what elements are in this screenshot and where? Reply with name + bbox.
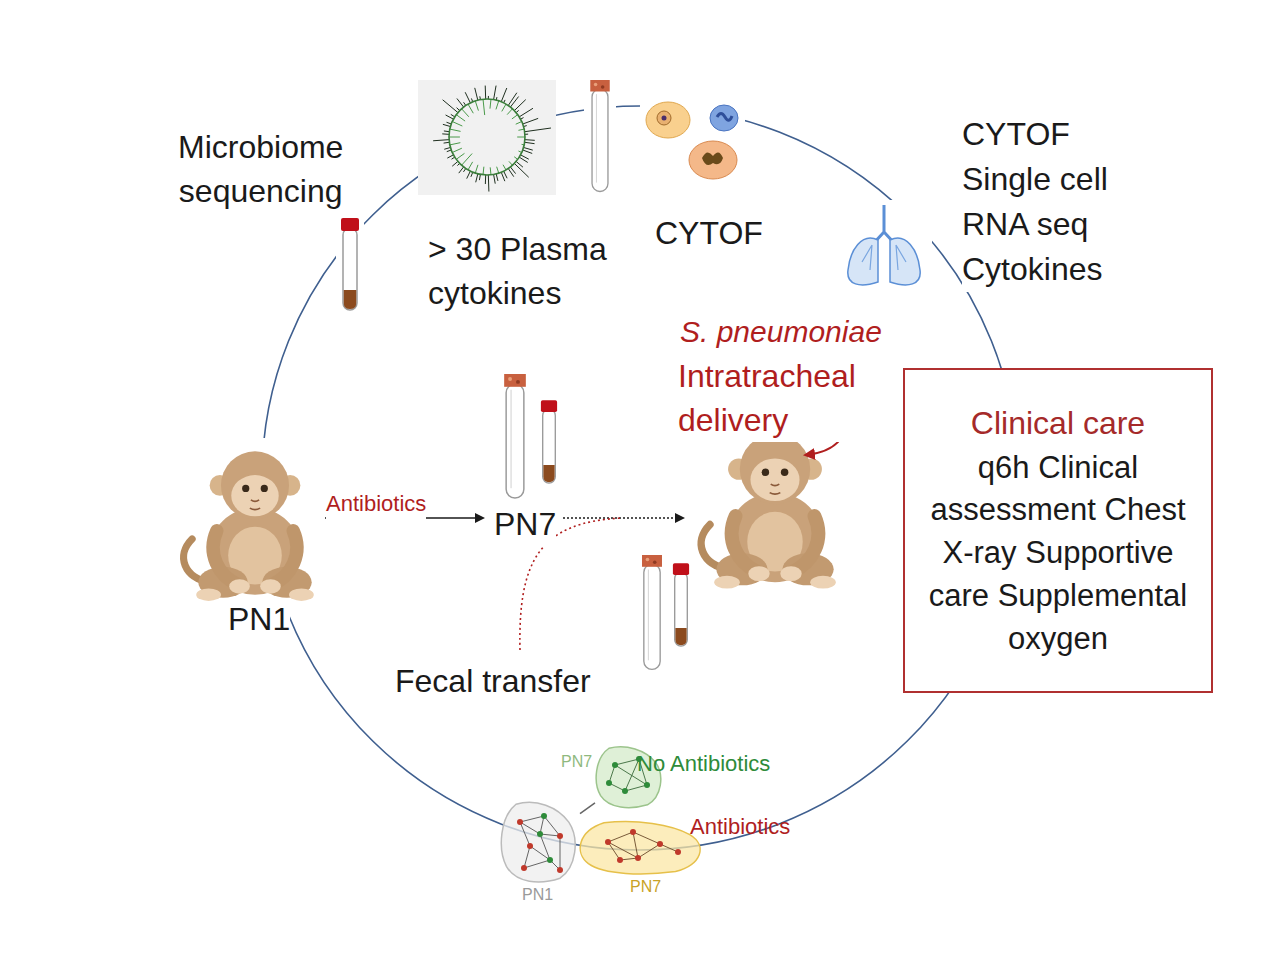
cluster-label: No Antibiotics: [637, 751, 770, 776]
label: Single cell: [962, 158, 1108, 202]
network-cluster: AntibioticsPN7: [578, 820, 708, 876]
immune-cells: [640, 92, 745, 184]
cluster-label: Antibiotics: [690, 814, 790, 839]
label: Cytokines: [962, 248, 1103, 292]
microbiome-plot: [418, 80, 556, 195]
network-cluster: PN1: [500, 800, 580, 885]
monkey-infected: [701, 434, 836, 589]
label: > 30 Plasma cytokines: [428, 228, 643, 315]
label: Microbiome sequencing: [178, 126, 343, 213]
cluster-label: PN7: [561, 753, 592, 771]
tubes-infection: [642, 555, 689, 669]
box-body: q6h Clinical assessment Chest X-ray Supp…: [917, 447, 1199, 661]
lungs: [842, 200, 932, 292]
cluster-blob: [500, 800, 580, 885]
plasma-tube: [584, 78, 616, 198]
cluster-blob: [578, 820, 708, 876]
monkey-pn1: [176, 438, 334, 606]
label: Intratracheal delivery: [678, 355, 856, 442]
label: S. pneumoniae: [680, 312, 882, 353]
label: PN1: [228, 598, 290, 642]
label: CYTOF: [655, 212, 763, 256]
label: CYTOF: [962, 113, 1070, 157]
clinical-care-box: Clinical careq6h Clinical assessment Che…: [903, 368, 1213, 693]
cluster-label: PN1: [522, 886, 553, 904]
label: Antibiotics: [326, 489, 426, 519]
label: RNA seq: [962, 203, 1088, 247]
label: PN7: [494, 503, 556, 547]
cluster-label: PN7: [630, 878, 661, 896]
tubes-pn7: [504, 374, 557, 498]
cluster-link: [580, 803, 595, 814]
network-cluster: PN7No Antibiotics: [595, 745, 665, 810]
box-heading: Clinical care: [917, 401, 1199, 445]
label: Fecal transfer: [395, 660, 591, 704]
stool-tube-top: [336, 216, 364, 316]
dotted-arrow: [563, 517, 683, 519]
